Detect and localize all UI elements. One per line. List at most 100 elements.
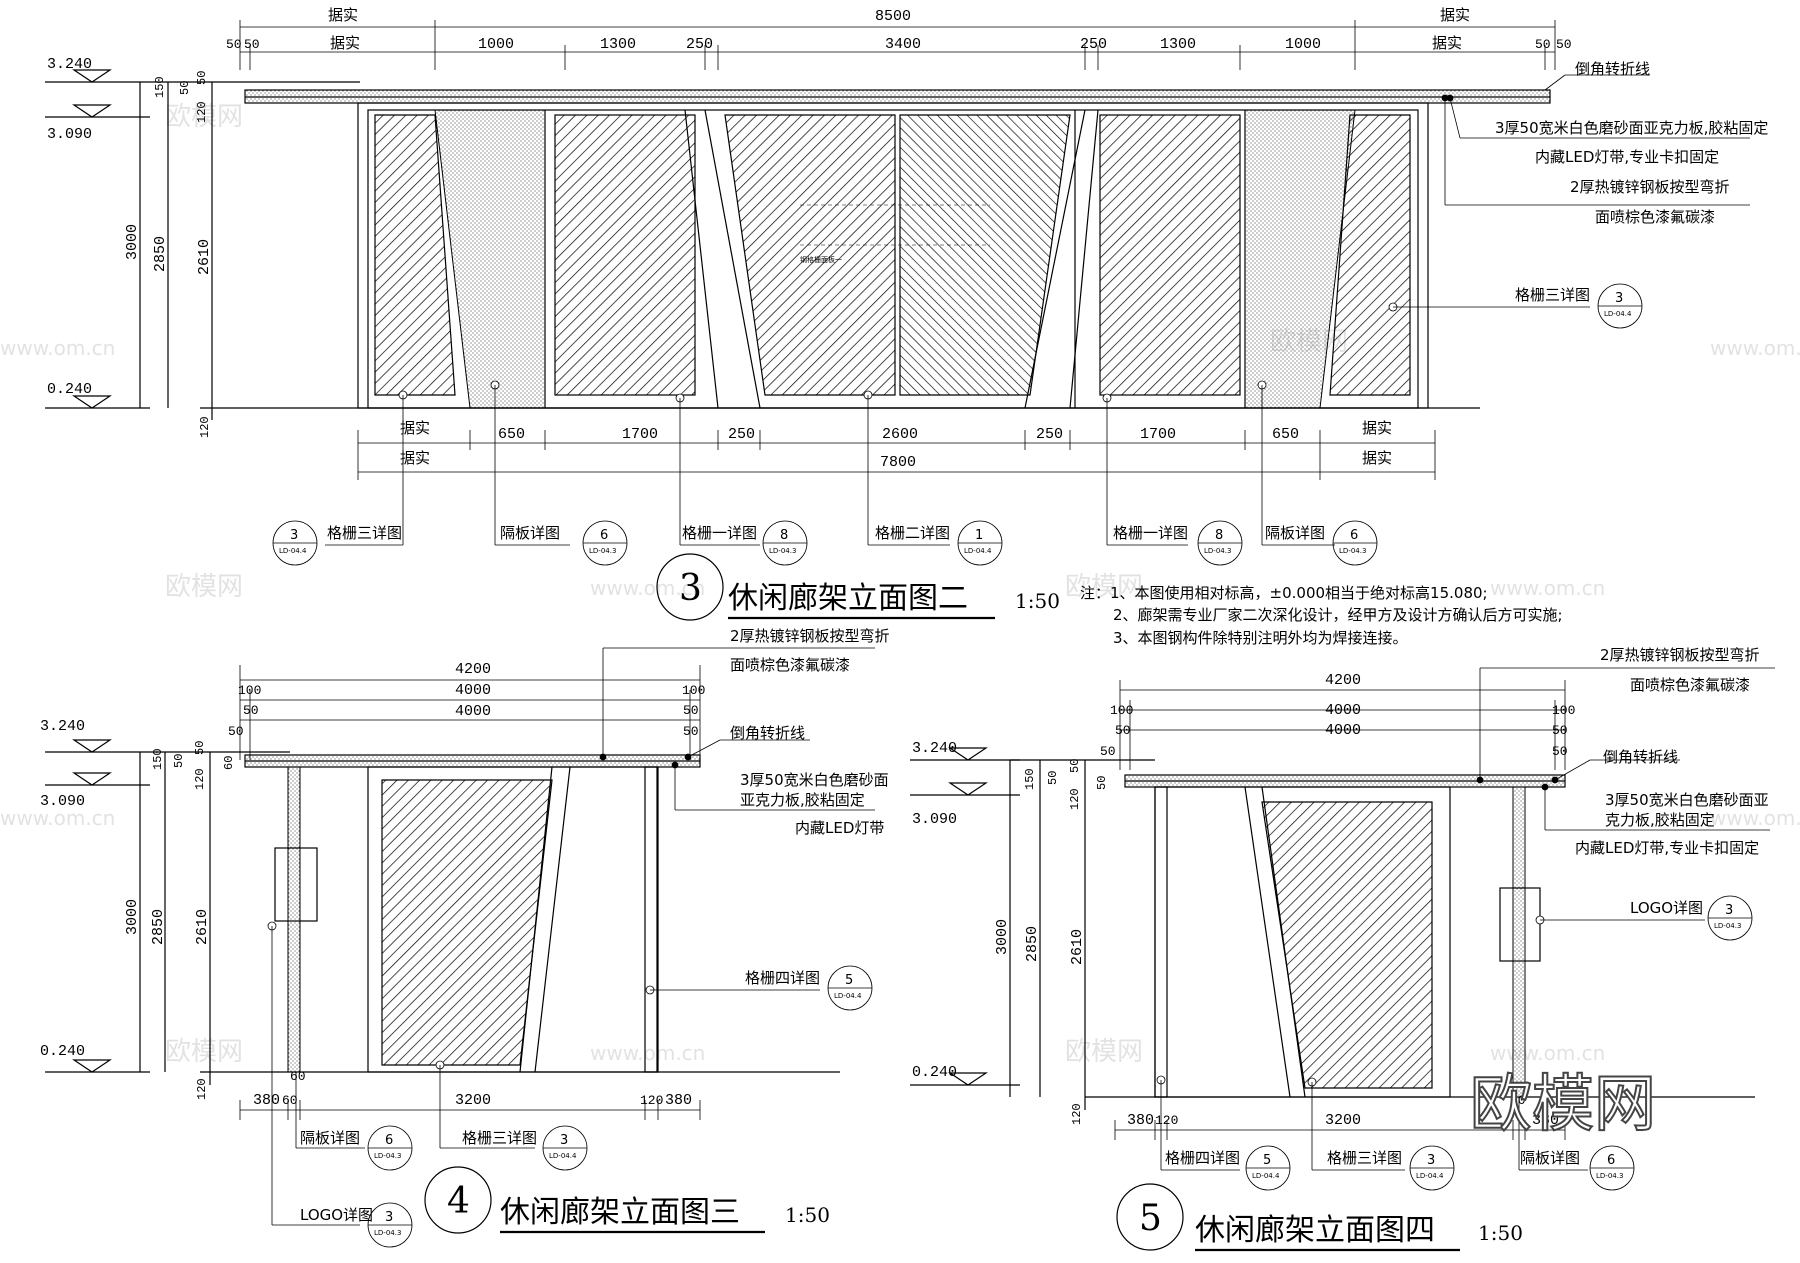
- level-label: 3.240: [47, 56, 92, 73]
- dim-label: 50: [195, 71, 209, 85]
- svg-text:LD-04.3: LD-04.3: [589, 547, 616, 555]
- svg-text:LD-04.3: LD-04.3: [374, 1229, 401, 1237]
- svg-text:3: 3: [1615, 291, 1623, 306]
- svg-text:LD-04.4: LD-04.4: [1604, 310, 1632, 318]
- watermark-text: 欧模网: [1065, 1037, 1143, 1067]
- dim-label: 据实: [330, 34, 360, 52]
- watermark-url: www.om.cn: [590, 1041, 705, 1065]
- watermark-url: www.om.cn: [590, 576, 705, 600]
- svg-text:LD-04.3: LD-04.3: [1714, 922, 1741, 930]
- dim-label: 据实: [400, 419, 430, 437]
- dim-label: 据实: [328, 6, 358, 24]
- svg-text:3: 3: [1725, 903, 1733, 918]
- dim-label: 50: [1115, 723, 1131, 738]
- svg-text:1: 1: [975, 528, 983, 543]
- general-notes: 注：1、本图使用相对标高，±0.000相当于绝对标高15.080; 2、廊架需专…: [1080, 584, 1563, 647]
- svg-text:1:50: 1:50: [785, 1203, 830, 1227]
- svg-text:格栅三详图: 格栅三详图: [1327, 1149, 1402, 1167]
- dim-label: 3000: [124, 224, 141, 260]
- svg-text:LOGO详图: LOGO详图: [300, 1206, 373, 1224]
- callout-logo: LOGO详图 3 LD-04.3: [300, 1202, 413, 1248]
- svg-text:隔板详图: 隔板详图: [1265, 524, 1325, 542]
- dim-label: 250: [686, 36, 713, 53]
- dim-label: 120: [195, 101, 209, 123]
- svg-text:5: 5: [1139, 1198, 1162, 1239]
- dim-label: 60: [1510, 1093, 1526, 1108]
- level-label: 0.240: [912, 1064, 957, 1081]
- dim-label: 1000: [478, 36, 514, 53]
- level-label: 3.090: [40, 793, 85, 810]
- svg-text:1:50: 1:50: [1478, 1221, 1523, 1245]
- annotation-text: 内藏LED灯带,专业卡扣固定: [1535, 148, 1719, 166]
- callout-grille-2: 格栅二详图 1 LD-04.4: [875, 520, 1003, 566]
- dim-label: 据实: [400, 449, 430, 467]
- dim-label: 7800: [880, 454, 916, 471]
- callout-grille-3: 格栅三详图 3 LD-04.4: [1327, 1145, 1455, 1191]
- annotation-text: 内藏LED灯带: [795, 819, 884, 837]
- watermark-text: 欧模网: [165, 102, 243, 132]
- dim-label: 50: [1100, 744, 1116, 759]
- dim-label: 50: [226, 37, 242, 52]
- callout-grille-3: 格栅三详图 3 LD-04.4: [462, 1125, 588, 1171]
- dim-label: 3200: [455, 1092, 491, 1109]
- level-label: 0.240: [40, 1043, 85, 1060]
- callout-grille-1-right: 格栅一详图 8 LD-04.3: [1113, 520, 1243, 566]
- watermark-url: www.om.cn: [1490, 576, 1605, 600]
- dim-label: 150: [1023, 768, 1037, 790]
- svg-text:LD-04.4: LD-04.4: [964, 547, 992, 555]
- dim-label: 4000: [1325, 722, 1361, 739]
- dim-label: 2600: [882, 426, 918, 443]
- svg-text:格栅四详图: 格栅四详图: [1165, 1149, 1240, 1167]
- dim-label: 据实: [1432, 34, 1462, 52]
- dim-label: 650: [498, 426, 525, 443]
- svg-text:4: 4: [447, 1181, 470, 1222]
- elevation-5-title: 5 休闲廊架立面图四 1:50: [1116, 1183, 1523, 1252]
- svg-text:5: 5: [1263, 1153, 1271, 1168]
- dim-label: 120: [195, 1078, 209, 1100]
- dim-label: 据实: [1440, 6, 1470, 24]
- svg-text:格栅三详图: 格栅三详图: [1515, 286, 1590, 304]
- dim-label: 50: [244, 37, 260, 52]
- dim-label: 据实: [1362, 449, 1392, 467]
- svg-text:LD-04.4: LD-04.4: [279, 547, 307, 555]
- dim-label: 50: [1095, 776, 1109, 790]
- annotation-text: 2厚热镀锌钢板按型弯折: [730, 627, 890, 645]
- dim-label: 60: [222, 756, 236, 770]
- svg-text:6: 6: [1350, 528, 1358, 543]
- level-label: 3.090: [47, 126, 92, 143]
- dim-label: 2850: [152, 236, 169, 272]
- callout-partition: 隔板详图 6 LD-04.3: [300, 1125, 413, 1171]
- svg-text:3: 3: [1427, 1153, 1435, 1168]
- svg-text:格栅四详图: 格栅四详图: [745, 969, 820, 987]
- center-panel-label: 钢格栅面板一: [800, 255, 842, 264]
- svg-text:LD-04.4: LD-04.4: [549, 1152, 577, 1160]
- svg-text:5: 5: [845, 973, 853, 988]
- svg-text:格栅二详图: 格栅二详图: [875, 524, 950, 542]
- svg-text:6: 6: [600, 528, 608, 543]
- svg-text:8: 8: [780, 528, 788, 543]
- dim-label: 120: [1070, 1103, 1084, 1125]
- dim-label: 60: [290, 1069, 306, 1084]
- callout-grille-3: 格栅三详图 3 LD-04.4: [272, 520, 402, 566]
- annotation-text: 克力板,胶粘固定: [1605, 811, 1715, 829]
- dim-label: 4200: [1325, 672, 1361, 689]
- dim-label: 50: [178, 81, 192, 95]
- annotation-text: 倒角转折线: [730, 724, 805, 742]
- svg-text:LD-04.3: LD-04.3: [769, 547, 796, 555]
- dim-label: 50: [1556, 37, 1572, 52]
- dim-label: 4000: [455, 703, 491, 720]
- watermark-url: www.om.cn: [0, 336, 115, 360]
- annotation-text: 倒角转折线: [1603, 748, 1678, 766]
- callout-grille-1: 格栅一详图 8 LD-04.3: [682, 520, 808, 566]
- callout-grille-4: 格栅四详图 5 LD-04.4: [745, 965, 873, 1011]
- callout-grille-3-right: 格栅三详图 3 LD-04.4: [1515, 283, 1643, 329]
- callout-logo: LOGO详图 3 LD-04.3: [1630, 895, 1753, 941]
- svg-text:休闲廊架立面图四: 休闲廊架立面图四: [1195, 1213, 1435, 1248]
- note-line: 2、廊架需专业厂家二次深化设计，经甲方及设计方确认后方可实施;: [1113, 606, 1563, 624]
- annotation-text: 3厚50宽米白色磨砂面亚克力板,胶粘固定: [1495, 119, 1768, 137]
- svg-text:LD-04.3: LD-04.3: [1596, 1172, 1623, 1180]
- svg-text:格栅一详图: 格栅一详图: [1113, 524, 1188, 542]
- dim-label: 50: [172, 754, 186, 768]
- dim-label: 380: [253, 1092, 280, 1109]
- dim-label: 4000: [1325, 702, 1361, 719]
